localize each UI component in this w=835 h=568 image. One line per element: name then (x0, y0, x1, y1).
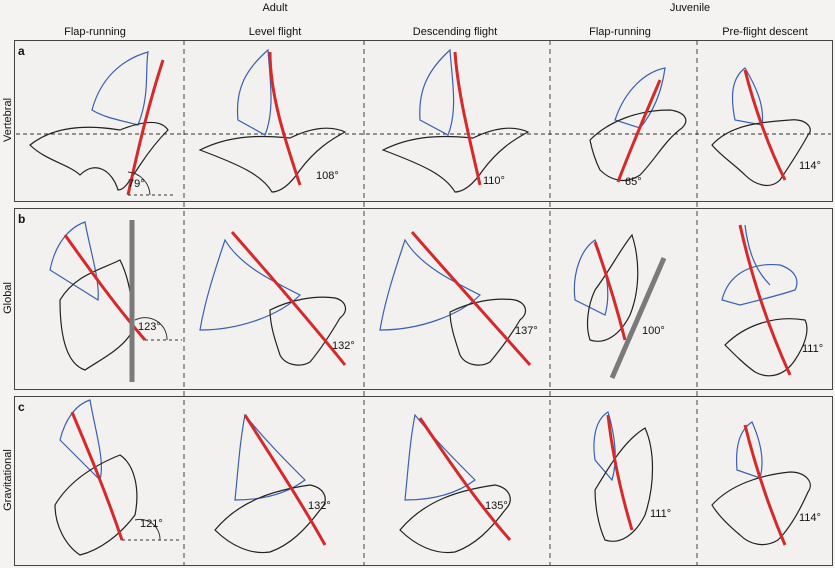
bird-b5 (721, 224, 808, 377)
column-header-juvenile-flap-running: Flap-running (589, 26, 651, 38)
angle-b3: 137° (515, 325, 538, 337)
bird-a1 (29, 51, 176, 196)
angle-c5: 114° (799, 512, 821, 524)
bird-c2 (214, 413, 327, 554)
angle-a4: 65° (625, 176, 642, 188)
column-header-adult-flap-running: Flap-running (64, 26, 126, 38)
bird-c4 (593, 411, 654, 542)
bird-b3 (379, 231, 532, 366)
bird-a2 (198, 48, 347, 193)
angle-c4: 111° (650, 508, 672, 520)
angle-c3: 135° (485, 500, 508, 512)
group-adult: Adult (262, 2, 288, 14)
angle-c2: 132° (308, 500, 331, 512)
bird-a5 (711, 67, 811, 187)
bird-b1 (49, 220, 182, 382)
column-header-level-flight: Level flight (248, 26, 302, 38)
bird-b2 (199, 231, 347, 366)
angle-b1: 123° (138, 321, 161, 333)
bird-c5 (711, 421, 811, 546)
bird-a3 (381, 48, 530, 193)
angle-b4: 100° (642, 325, 665, 337)
angle-b5: 111° (802, 343, 824, 355)
angle-a3: 110° (483, 175, 505, 187)
group-juvenile: Juvenile (669, 2, 711, 14)
angle-a5: 114° (799, 160, 821, 172)
column-dividers (183, 40, 698, 566)
row-letter-c: c (18, 400, 25, 414)
bird-c1 (54, 399, 182, 556)
column-header-descending-flight: Descending flight (412, 26, 498, 38)
bird-b4 (573, 233, 667, 379)
angle-b2: 132° (332, 340, 355, 352)
angle-c1: 121° (140, 518, 163, 530)
bird-c3 (399, 413, 512, 554)
angle-a2: 108° (316, 170, 339, 182)
angle-a1: 79° (128, 178, 145, 190)
column-header-pre-flight-descent: Pre-flight descent (722, 26, 808, 38)
row-letter-a: a (18, 44, 25, 58)
row-letter-b: b (18, 212, 26, 226)
bird-a4 (589, 67, 687, 183)
